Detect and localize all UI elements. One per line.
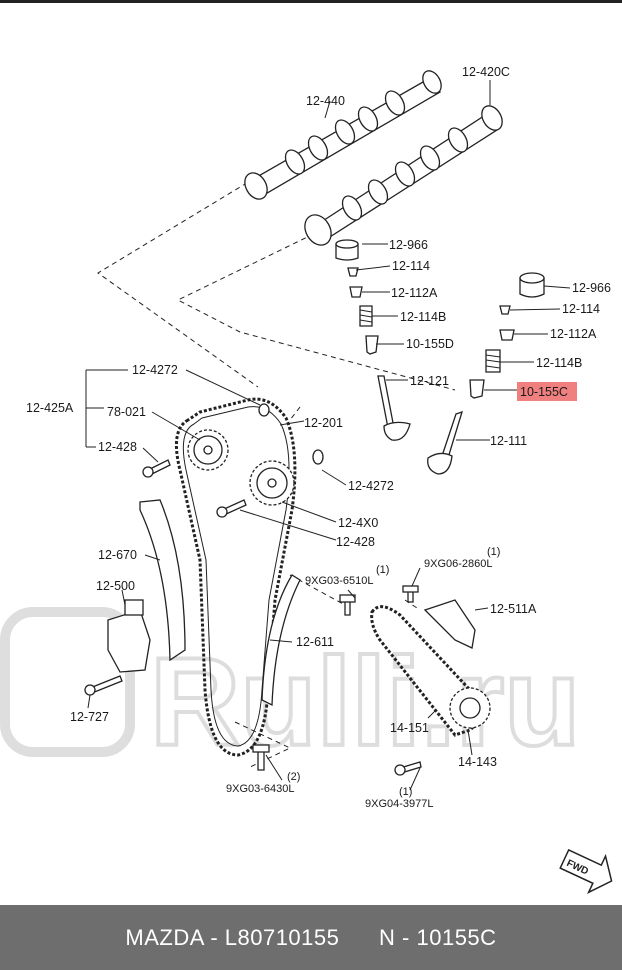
valve-train-b: [427, 272, 545, 475]
label-shim-b: 12-114: [562, 302, 600, 316]
label-chain-main: 12-201: [304, 416, 343, 430]
oil-pump-chain: [370, 605, 491, 737]
label-bolt-tensioner: 12-727: [70, 710, 109, 724]
label-shim-a: 12-114: [392, 259, 430, 273]
highlight-box: [517, 382, 577, 401]
label-bolt-left: 12-428: [98, 440, 137, 454]
watermark: Rulli.ru: [0, 607, 583, 774]
label-bolt-oil: 9XG04-3977L: [365, 798, 434, 810]
label-seal-b-highlight: 10-155C: [520, 385, 568, 399]
label-valve-a: 12-121: [410, 374, 449, 388]
label-oil-sprocket: 14-143: [458, 755, 497, 769]
fwd-arrow: FWD: [559, 848, 613, 894]
label-washer-mid: 12-4272: [348, 479, 394, 493]
label-cam-intake: 12-420C: [462, 65, 510, 79]
parts-diagram: Rulli.ru: [0, 65, 613, 894]
label-bolt-tens2: 9XG06-2860L: [424, 558, 493, 570]
label-oil-chain: 14-151: [390, 721, 429, 735]
label-washer-top: 12-4272: [132, 363, 178, 377]
label-bolt-oil-qty: (1): [399, 786, 412, 798]
label-seal-a: 10-155D: [406, 337, 454, 351]
label-spring-a: 12-114B: [400, 310, 446, 324]
label-assembly: 12-425A: [26, 401, 74, 415]
label-tensioner: 12-500: [96, 579, 135, 593]
camshaft-exhaust: [244, 70, 442, 200]
label-guide-right: 12-611: [296, 635, 334, 649]
camshaft-intake: [304, 105, 503, 246]
label-tappet-a: 12-966: [389, 238, 428, 252]
timing-chain: [174, 397, 297, 757]
label-bolt-guide-top: 9XG03-6510L: [305, 575, 374, 587]
label-actuator: 12-4X0: [338, 516, 378, 530]
chain-guides: [107, 499, 476, 707]
label-bolt-mid: 12-428: [336, 535, 375, 549]
label-spring-b: 12-114B: [536, 356, 582, 370]
label-tappet-b: 12-966: [572, 281, 611, 295]
label-seat-a: 12-112A: [391, 286, 438, 300]
valve-train-a: [335, 239, 411, 441]
top-border: [0, 0, 622, 3]
bolts: [84, 459, 422, 776]
label-bolt-guide-top-qty: (1): [376, 564, 389, 576]
label-cam-exhaust: 12-440: [306, 94, 345, 108]
footer-bar: MAZDA - L80710155 N - 10155C: [0, 905, 622, 970]
label-tensioner2: 12-511A: [490, 602, 537, 616]
leader-lines: [85, 80, 571, 791]
label-bolt-tens2-qty: (1): [487, 546, 500, 558]
label-valve-b: 12-111: [490, 434, 527, 448]
footer-part-number: MAZDA - L80710155 N - 10155C: [125, 924, 497, 950]
label-bolt-guide-bottom-qty: (2): [287, 771, 300, 783]
part-labels: 12-440 12-420C 12-966 12-114 12-112A 12-…: [26, 65, 611, 810]
sprockets: [187, 403, 324, 506]
label-guide-left: 12-670: [98, 548, 137, 562]
label-seat-b: 12-112A: [550, 327, 597, 341]
label-bolt-guide-bottom: 9XG03-6430L: [226, 783, 295, 795]
watermark-text: Rulli.ru: [150, 633, 581, 772]
label-sprocket: 78-021: [107, 405, 146, 419]
